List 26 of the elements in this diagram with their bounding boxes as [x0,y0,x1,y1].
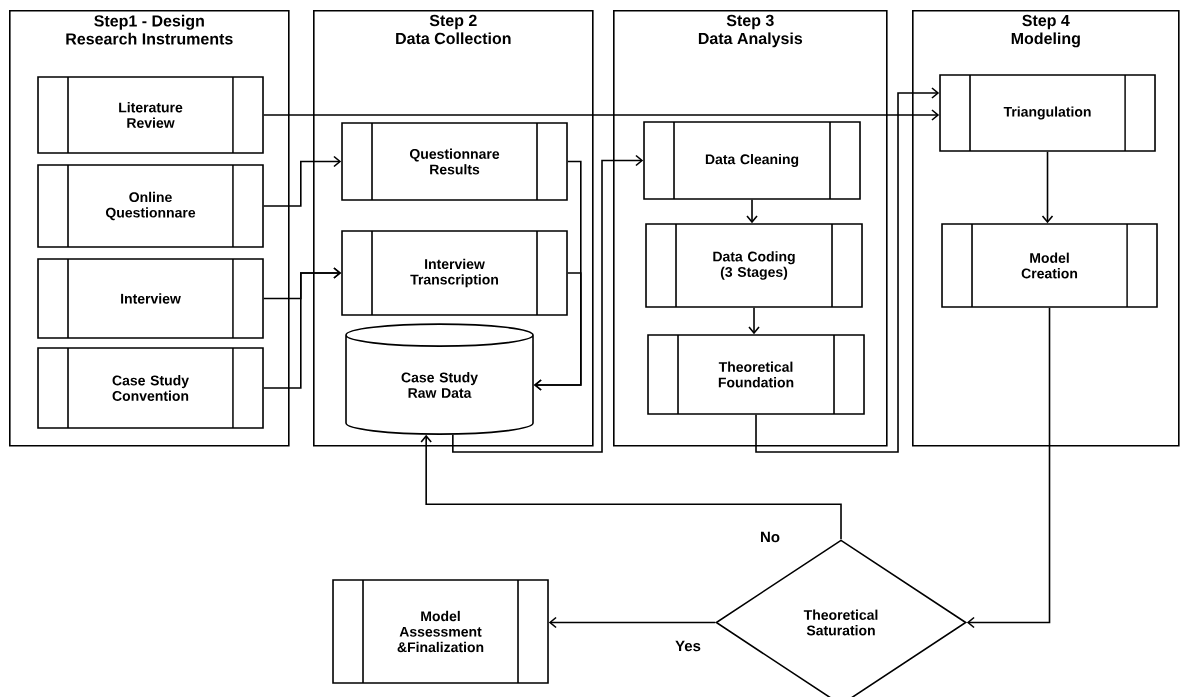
process-box: Online Questionnare [37,164,264,248]
arrow [1041,151,1054,224]
database-cylinder: Case Study Raw Data [345,323,534,435]
process-box: Case Study Convention [37,347,264,429]
edge-label: Yes [674,639,702,653]
arrow [263,109,940,121]
arrow [452,154,644,453]
arrow [263,267,342,389]
process-box: Literature Review [37,76,264,154]
arrow [746,199,758,224]
arrow [533,272,582,391]
process-box: Interview [37,258,264,339]
process-box: Interview Transcription [341,230,568,316]
process-box: Data Coding (3 Stages) [645,223,863,308]
process-box: Data Cleaning [643,121,861,200]
arrow [548,616,716,629]
arrow [755,87,940,453]
process-box: Triangulation [939,74,1156,152]
arrow [966,307,1051,629]
arrow [420,434,842,540]
arrow [748,307,760,335]
arrow [263,155,342,207]
process-box: Model Creation [941,223,1158,308]
process-box: Model Assessment &Finalization [332,579,549,684]
process-box: Theoretical Foundation [647,334,865,415]
process-box: Questionnare Results [341,122,568,201]
